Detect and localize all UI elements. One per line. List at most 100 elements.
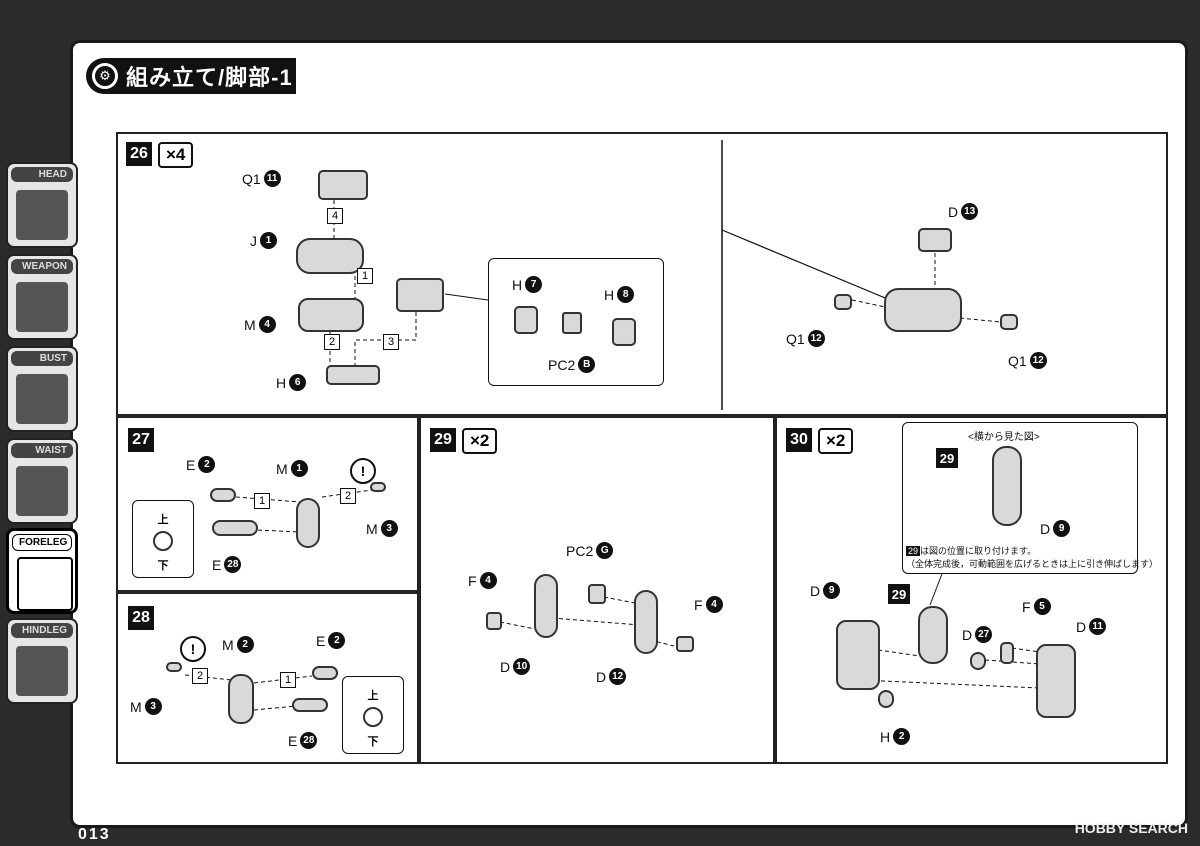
tab-foreleg-label: FORELEG [12, 534, 72, 551]
part-number: 4 [479, 572, 497, 589]
part-m-4 [298, 298, 364, 332]
part-number: 13 [961, 203, 979, 220]
part-number: 11 [1089, 618, 1107, 635]
part-pc2-b [562, 312, 582, 334]
tab-bust-label: BUST [11, 351, 73, 366]
part-letter: Q1 [1008, 352, 1027, 369]
part-letter: F [694, 596, 703, 613]
quantity-multiplier: ×4 [158, 142, 194, 168]
part-letter: M [244, 316, 256, 333]
part-letter: D [962, 626, 973, 643]
part-number: 28 [300, 732, 318, 749]
side-view-part [992, 446, 1022, 526]
orientation-guide: 上 下 [132, 500, 194, 578]
part-letter: H [880, 728, 891, 745]
part-letter: Q1 [242, 170, 261, 187]
part-number: G [596, 542, 614, 559]
part-f-5 [1000, 642, 1014, 664]
foreleg-thumbnail-icon [17, 557, 73, 611]
part-number: 6 [289, 374, 307, 391]
orientation-bottom-label: 下 [367, 736, 379, 748]
part-q1-12-left [834, 294, 852, 310]
part-29-subassembly [918, 606, 948, 664]
part-e-28 [292, 698, 328, 712]
tab-weapon[interactable]: WEAPON [6, 254, 78, 340]
part-number: 2 [893, 728, 911, 745]
order-box: 1 [280, 672, 296, 688]
orientation-top-label: 上 [367, 690, 379, 702]
part-letter: H [512, 276, 523, 293]
part-letter: Q1 [786, 330, 805, 347]
part-number: 9 [1053, 520, 1071, 537]
peg-hole-icon [363, 707, 383, 727]
part-letter: M [366, 520, 378, 537]
quantity-multiplier: ×2 [818, 428, 854, 454]
step-number: 28 [128, 606, 154, 630]
part-leg-assembly [884, 288, 962, 332]
reference-step: 29 [888, 584, 910, 604]
tab-head-label: HEAD [11, 167, 73, 182]
page-number: 013 [78, 826, 111, 843]
section-title-bar: ⚙ 組み立て/脚部-1 [86, 58, 296, 94]
caution-icon: ! [350, 458, 376, 484]
part-number: 4 [258, 316, 276, 333]
part-m-3 [370, 482, 386, 492]
orientation-bottom-label: 下 [157, 560, 169, 572]
part-letter: M [276, 460, 288, 477]
part-number: 12 [1029, 352, 1047, 369]
part-d-13 [918, 228, 952, 252]
page-title: 組み立て/脚部-1 [126, 65, 293, 90]
orientation-guide: 上 下 [342, 676, 404, 754]
part-e-28 [212, 520, 258, 536]
gear-icon: ⚙ [92, 63, 118, 89]
note-1-text: は図の位置に取り付けます。 [920, 546, 1037, 556]
tab-foreleg[interactable]: FORELEG [6, 528, 78, 614]
part-number: 3 [144, 698, 162, 715]
part-letter: J [250, 232, 257, 249]
side-view-title: <横から見た図> [968, 432, 1040, 443]
part-number: 27 [975, 626, 993, 643]
part-letter: F [468, 572, 477, 589]
tab-hindleg[interactable]: HINDLEG [6, 618, 78, 704]
part-number: 2 [198, 456, 216, 473]
tab-bust[interactable]: BUST [6, 346, 78, 432]
order-box: 1 [357, 268, 373, 284]
part-letter: E [212, 556, 222, 573]
order-box: 2 [340, 488, 356, 504]
part-number: 12 [807, 330, 825, 347]
part-letter: D [948, 203, 959, 220]
part-letter: D [810, 582, 821, 599]
part-e-2 [210, 488, 236, 502]
tab-waist[interactable]: WAIST [6, 438, 78, 524]
part-number: 28 [224, 556, 242, 573]
part-letter: F [1022, 598, 1031, 615]
part-letter: D [596, 668, 607, 685]
part-letter: PC2 [548, 356, 576, 373]
caution-icon: ! [180, 636, 206, 662]
part-number: B [578, 356, 596, 373]
part-letter: M [130, 698, 142, 715]
part-number: 11 [263, 170, 281, 187]
part-pc2-g [588, 584, 606, 604]
part-number: 3 [380, 520, 398, 537]
part-letter: E [316, 632, 326, 649]
step-number: 26 [126, 142, 152, 166]
part-j-1 [296, 238, 364, 274]
tab-head[interactable]: HEAD [6, 162, 78, 248]
